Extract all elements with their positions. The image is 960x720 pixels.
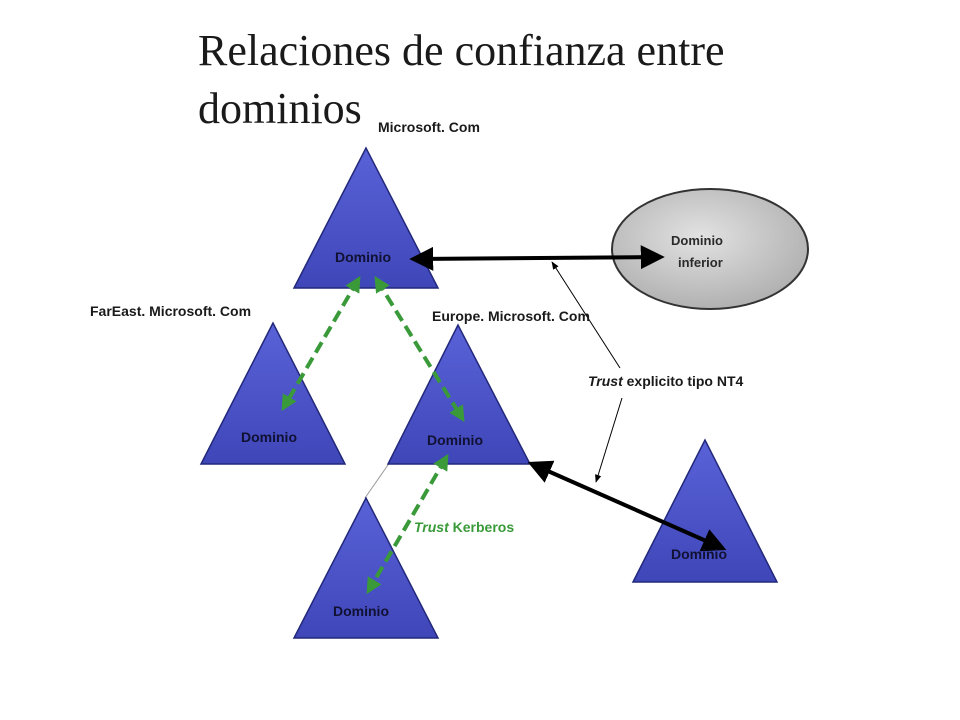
nt4-trust-desc: explicito tipo NT4 (623, 373, 744, 389)
external-domain-label: Dominio (671, 546, 727, 562)
tree-connector-europe-child (364, 461, 391, 499)
nt4-trust-legend: Trust explicito tipo NT4 (588, 373, 744, 389)
kerberos-trust-legend: Trust Kerberos (414, 519, 514, 535)
kerberos-trust-desc: Kerberos (449, 519, 515, 535)
kerberos-trust-root-fareast (281, 275, 361, 412)
nt4-pointer-lower (595, 397, 623, 483)
child-domain-label: Dominio (333, 603, 389, 619)
nt4-trust-europe-to-external (527, 460, 727, 552)
nt4-pointer-upper (551, 261, 621, 369)
nt4-trust-word: Trust (588, 373, 624, 389)
root-domain-label: Dominio (335, 249, 391, 265)
europe-domain-name: Europe. Microsoft. Com (432, 308, 590, 324)
kerberos-trust-root-europe (374, 275, 465, 423)
external-ellipse-line-2: inferior (678, 255, 723, 270)
slide-title: Relaciones de confianza entre dominios (198, 22, 725, 138)
external-ellipse-line-1: Dominio (671, 233, 723, 248)
external-domain-ellipse (611, 188, 809, 310)
fareast-domain-name: FarEast. Microsoft. Com (90, 303, 251, 319)
fareast-domain-label: Dominio (241, 429, 297, 445)
root-domain-triangle (292, 146, 440, 289)
europe-domain-label: Dominio (427, 432, 483, 448)
slide-title-line-2: dominios (198, 84, 362, 133)
kerberos-trust-europe-child (366, 453, 449, 595)
kerberos-trust-word: Trust (414, 519, 450, 535)
root-domain-name: Microsoft. Com (378, 119, 480, 135)
slide-title-line-1: Relaciones de confianza entre (198, 26, 725, 75)
nt4-trust-root-to-external (409, 245, 665, 271)
